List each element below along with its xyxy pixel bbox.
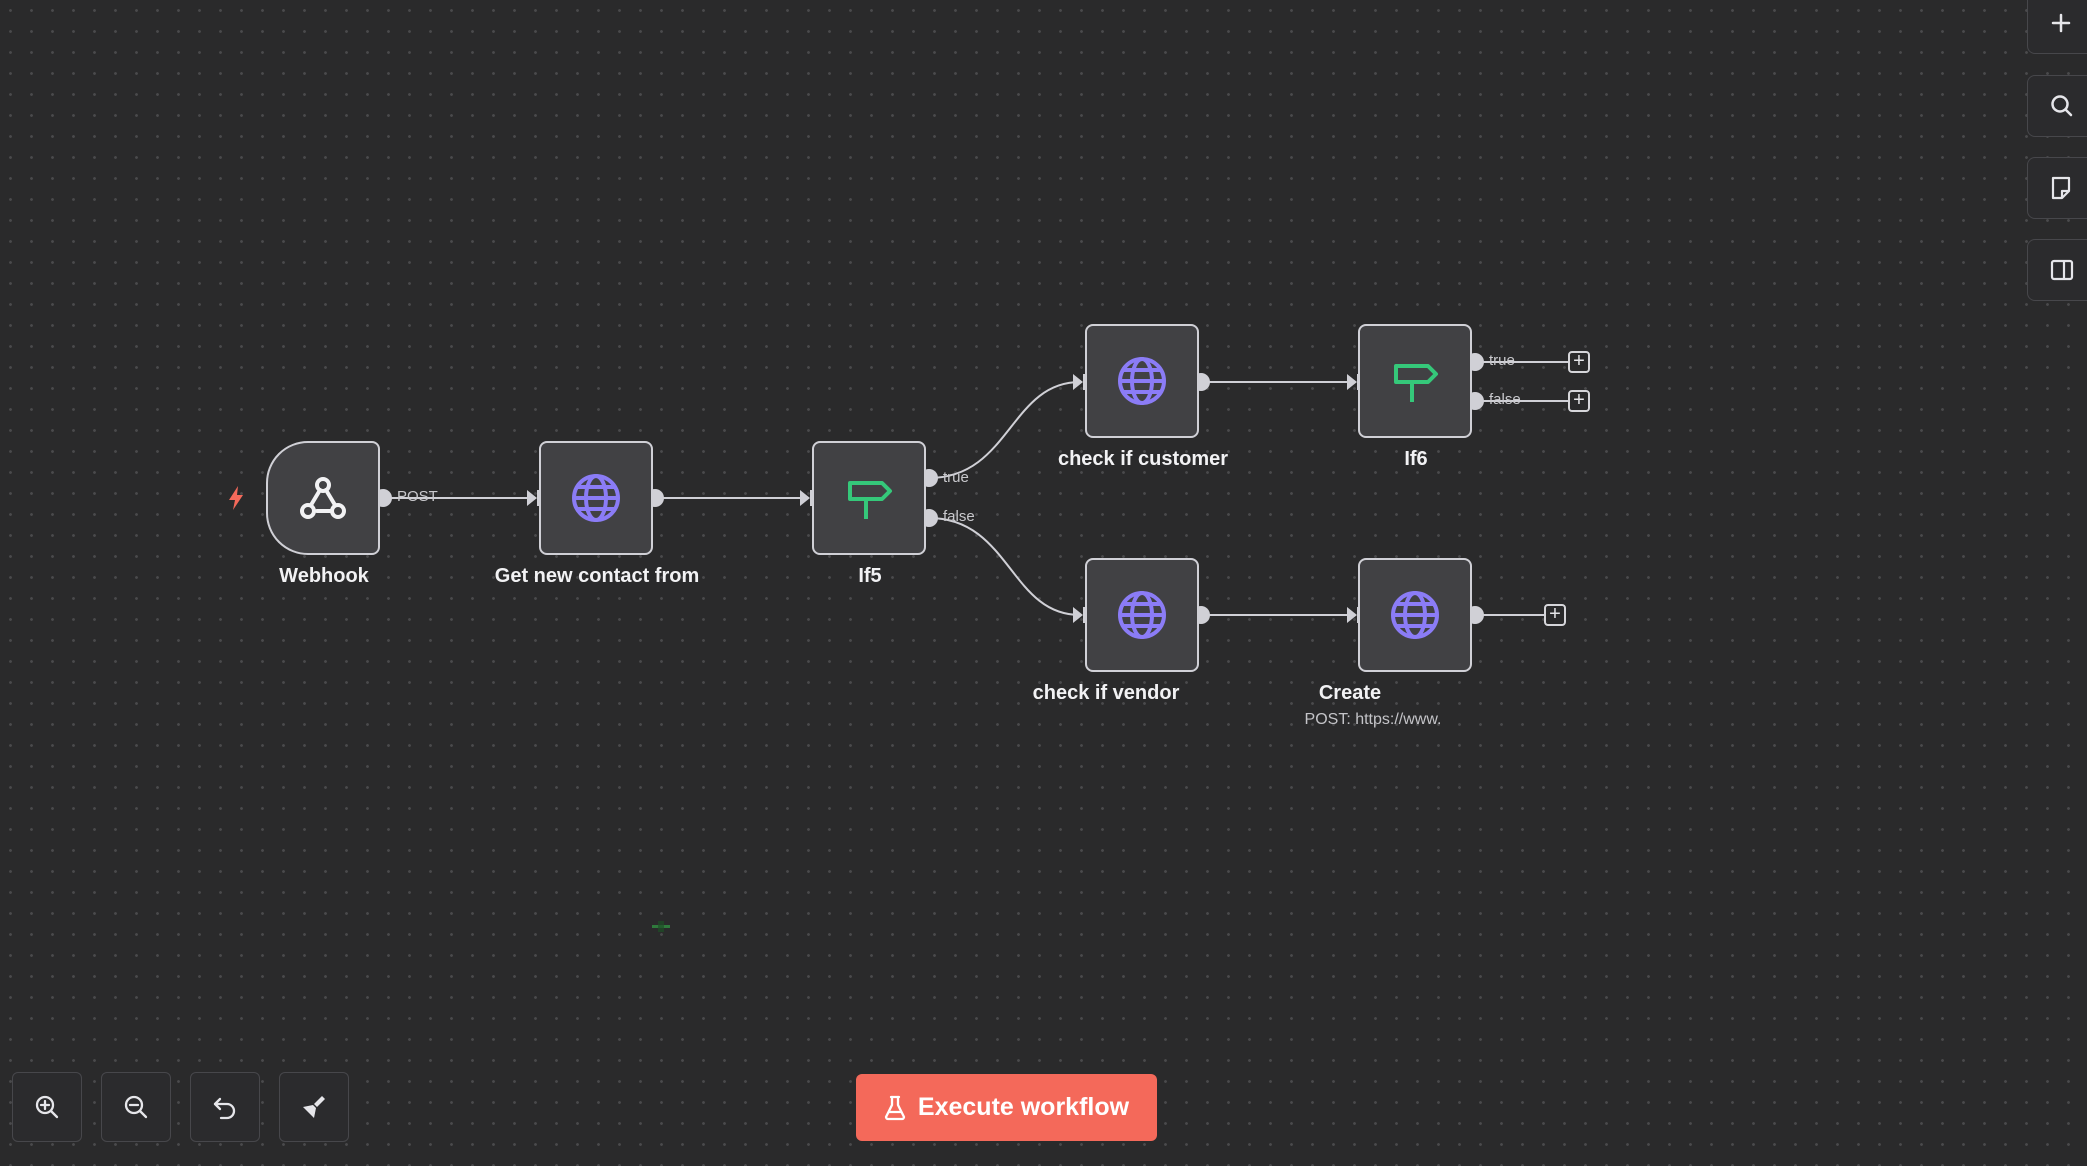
connection-label-post: POST — [397, 488, 438, 505]
port-label-if6-true: true — [1489, 352, 1515, 369]
connection-if5-true-check-customer[interactable] — [928, 381, 1081, 479]
webhook-icon — [300, 477, 346, 519]
port-label-if6-false: false — [1489, 391, 1521, 408]
execute-workflow-label: Execute workflow — [917, 1093, 1130, 1121]
globe-icon — [1118, 357, 1166, 405]
cursor-icon — [652, 921, 670, 932]
input-port-create[interactable] — [1347, 607, 1357, 623]
broom-icon — [303, 1096, 325, 1118]
input-port-get-contact[interactable] — [527, 490, 537, 506]
node-label-check-vendor: check if vendor — [1032, 682, 1180, 704]
node-if6[interactable] — [1358, 324, 1472, 438]
node-webhook[interactable] — [266, 441, 380, 555]
node-label-create: Create — [1318, 682, 1382, 704]
sticky-note-icon — [2051, 176, 2071, 200]
add-node-panel-button[interactable] — [2027, 0, 2087, 54]
globe-icon — [1118, 591, 1166, 639]
globe-icon — [572, 474, 620, 522]
port-label-if5-true: true — [943, 469, 969, 486]
add-node-if6-false-button[interactable]: + — [1568, 390, 1590, 412]
zoom-out-icon — [124, 1095, 148, 1119]
search-icon — [2051, 95, 2073, 117]
node-check-vendor[interactable] — [1085, 558, 1199, 672]
search-nodes-button[interactable] — [2027, 75, 2087, 137]
zoom-in-button[interactable] — [12, 1072, 82, 1142]
node-get-contact[interactable] — [539, 441, 653, 555]
sticky-note-button[interactable] — [2027, 157, 2087, 219]
port-label-if5-false: false — [943, 508, 975, 525]
add-node-create-button[interactable]: + — [1544, 604, 1566, 626]
trigger-bolt-icon — [229, 486, 243, 510]
tidy-up-button[interactable] — [279, 1072, 349, 1142]
connection-if5-false-check-vendor[interactable] — [928, 517, 1081, 616]
node-label-if6: If6 — [1404, 448, 1428, 470]
undo-icon — [213, 1097, 236, 1120]
reset-zoom-button[interactable] — [190, 1072, 260, 1142]
node-if5[interactable] — [812, 441, 926, 555]
panel-icon — [2050, 259, 2074, 281]
node-create[interactable] — [1358, 558, 1472, 672]
node-label-if5: If5 — [858, 565, 882, 587]
signpost-icon — [848, 481, 892, 519]
node-label-webhook: Webhook — [279, 565, 369, 587]
input-port-if6[interactable] — [1347, 374, 1357, 390]
add-node-if6-true-button[interactable]: + — [1568, 351, 1590, 373]
zoom-in-icon — [35, 1095, 59, 1119]
node-check-customer[interactable] — [1085, 324, 1199, 438]
flask-icon — [884, 1095, 906, 1120]
input-port-check-customer[interactable] — [1073, 374, 1083, 390]
zoom-out-button[interactable] — [101, 1072, 171, 1142]
node-label-get-contact: Get new contact from — [494, 565, 700, 587]
node-subtitle-create: POST: https://www. — [1304, 711, 1442, 728]
input-port-if5[interactable] — [800, 490, 810, 506]
plus-icon — [2051, 13, 2071, 33]
toggle-panel-button[interactable] — [2027, 239, 2087, 301]
globe-icon — [1391, 591, 1439, 639]
node-label-check-customer: check if customer — [1057, 448, 1229, 470]
signpost-icon — [1394, 364, 1438, 402]
input-port-check-vendor[interactable] — [1073, 607, 1083, 623]
execute-workflow-button[interactable]: Execute workflow — [856, 1074, 1157, 1141]
